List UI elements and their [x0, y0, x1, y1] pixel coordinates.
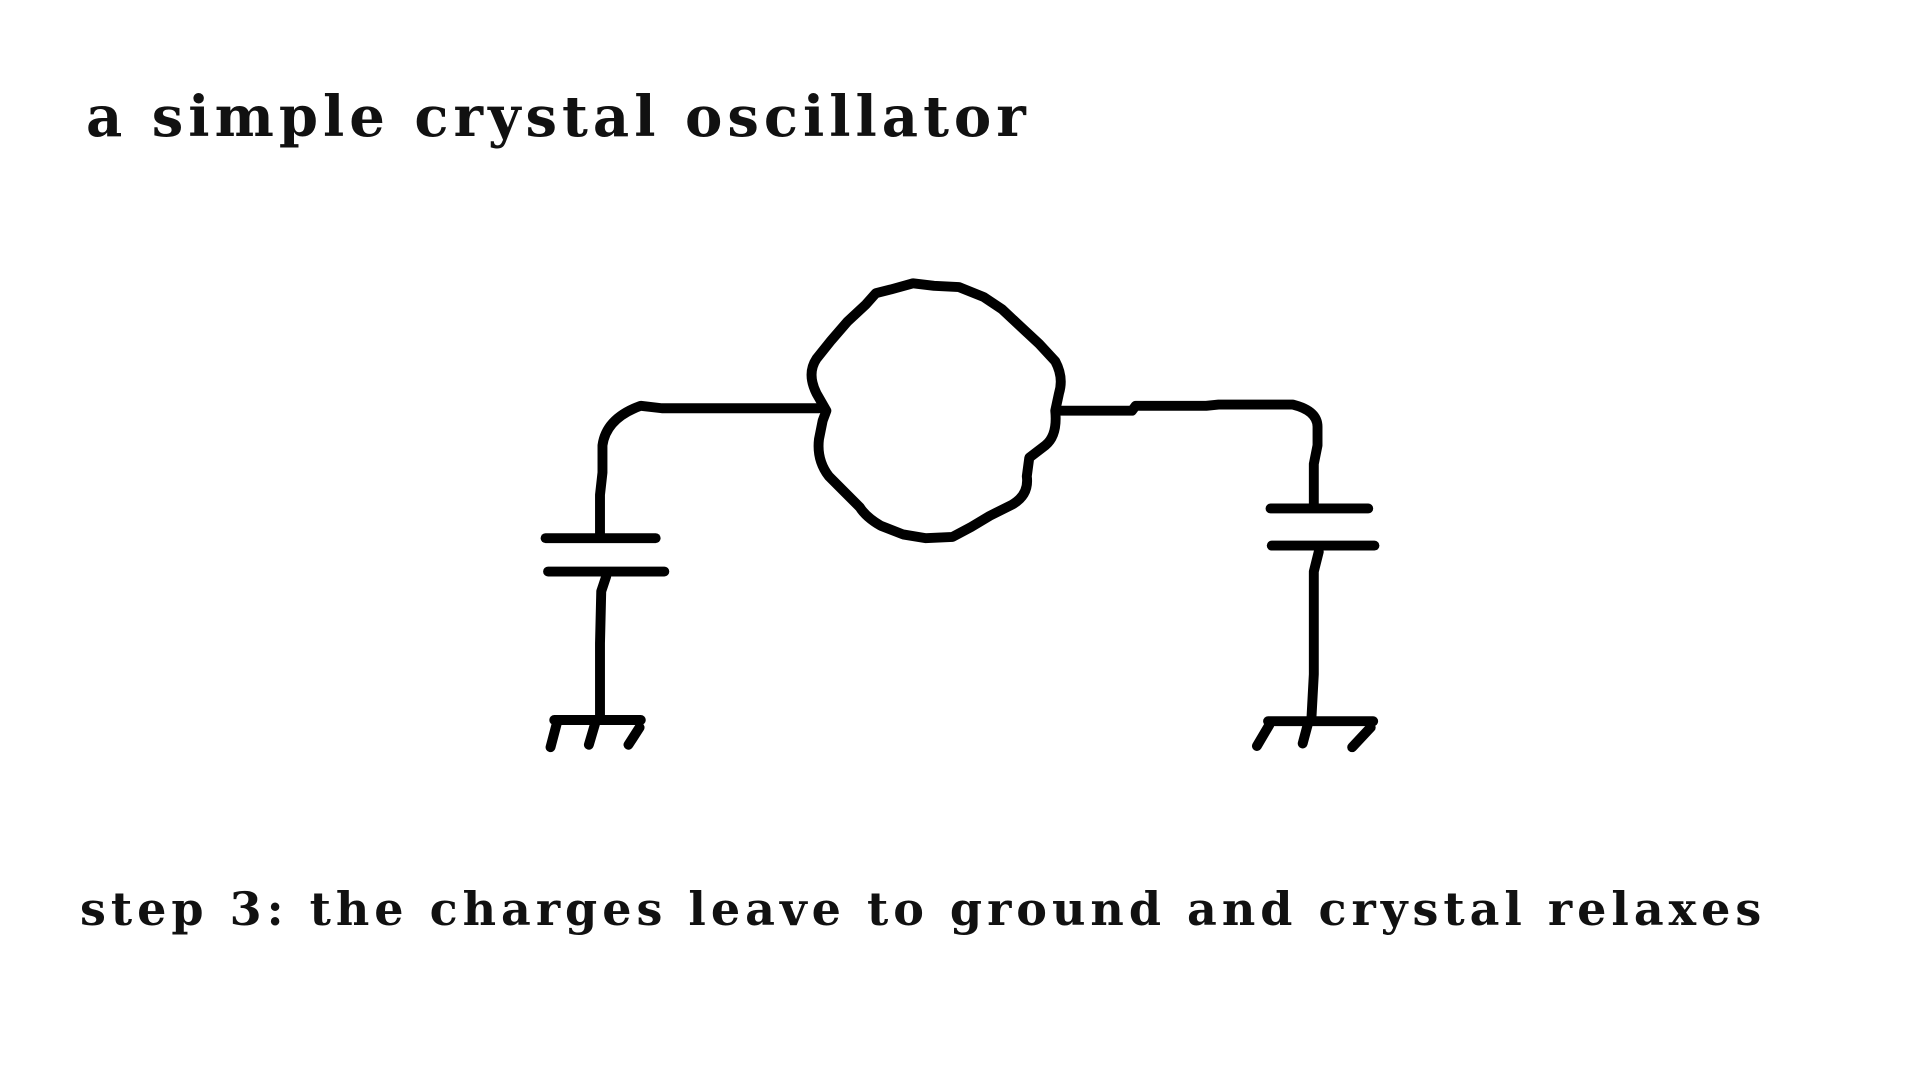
right-ground-wire — [1306, 546, 1324, 725]
left-wire — [595, 400, 824, 541]
left-ground-wire — [595, 571, 612, 725]
right-ground-hatch — [1251, 720, 1376, 753]
right-branch — [1056, 399, 1380, 753]
left-ground-hatch — [545, 718, 645, 753]
right-wire — [1056, 399, 1323, 510]
crystal-symbol — [806, 278, 1066, 544]
left-branch — [540, 400, 824, 753]
slide-title: a simple crystal oscillator — [86, 84, 1031, 150]
step-caption: step 3: the charges leave to ground and … — [80, 882, 1767, 936]
